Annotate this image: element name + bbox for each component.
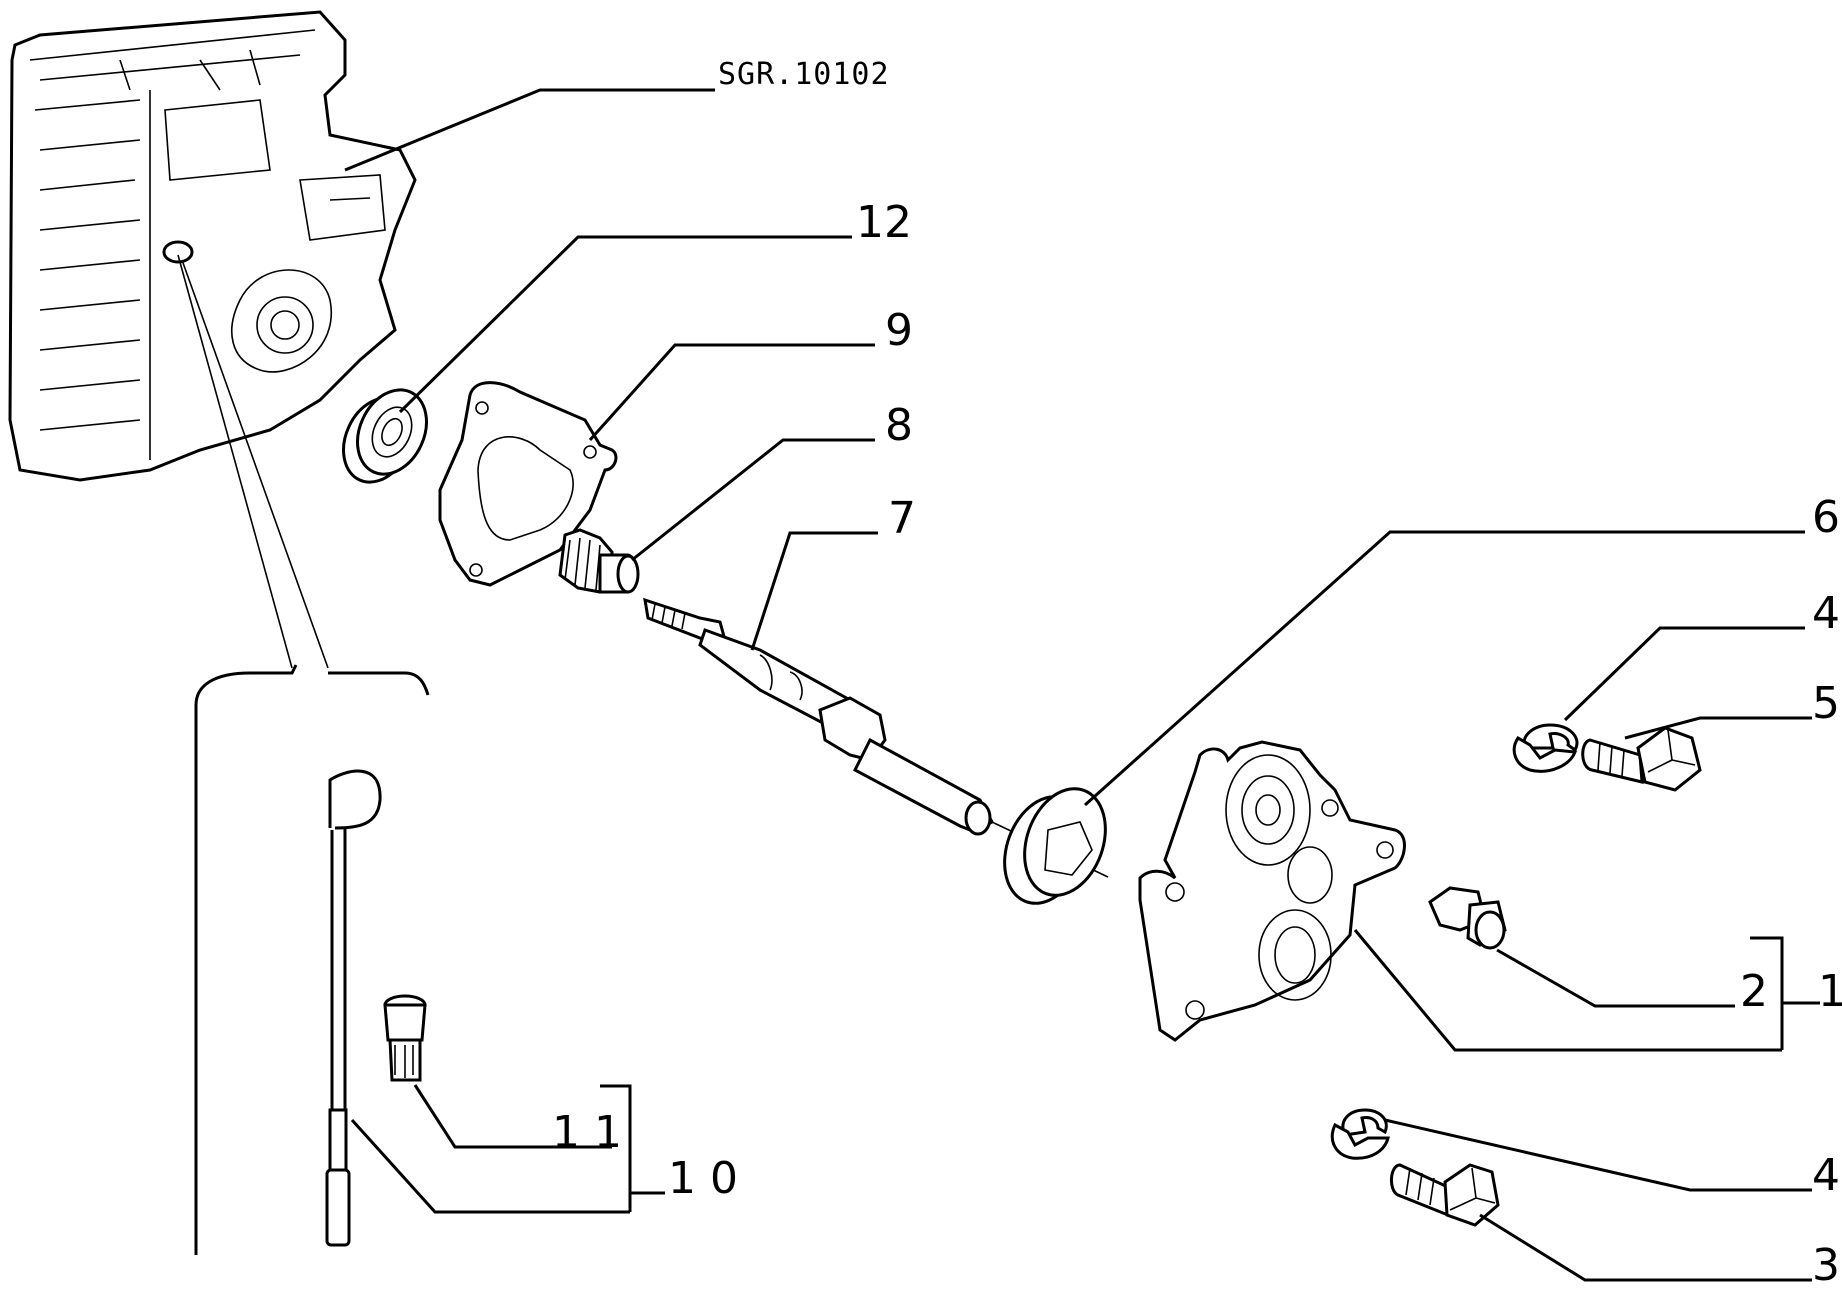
- pump-housing-part: [1138, 740, 1406, 1042]
- engine-block-part: [8, 10, 417, 482]
- callout-10: 1 0: [668, 1153, 738, 1204]
- drive-gear-part: [558, 528, 640, 594]
- washer-upper-part: [1512, 723, 1579, 773]
- bracket-10: [600, 1084, 632, 1212]
- pump-shaft-part: [643, 597, 995, 836]
- callout-11: 1 1: [552, 1107, 622, 1158]
- callout-9: 9: [885, 305, 913, 356]
- pump-rotor-part: [1003, 787, 1107, 905]
- dipstick-part: [325, 769, 382, 1247]
- callout-8: 8: [885, 400, 913, 451]
- bracket-1: [1750, 936, 1784, 1050]
- bolt-lower-part: [1390, 1163, 1500, 1227]
- inset-frame: [194, 664, 430, 1255]
- oil-seal-part: [342, 388, 428, 484]
- callout-6: 6: [1812, 492, 1840, 543]
- bolt-upper-part: [1581, 726, 1702, 792]
- washer-lower-part: [1330, 1108, 1390, 1160]
- callout-4-upper: 4: [1812, 588, 1840, 639]
- callout-4-lower: 4: [1812, 1150, 1840, 1201]
- plug-screw-part: [1428, 886, 1507, 950]
- callout-1: 1: [1818, 966, 1842, 1017]
- callout-2: 2: [1740, 966, 1768, 1017]
- dipstick-plug-part: [383, 994, 427, 1082]
- reference-code: SGR.10102: [718, 57, 890, 92]
- callout-3: 3: [1812, 1240, 1840, 1289]
- callout-7: 7: [888, 493, 916, 544]
- gasket-part: [438, 381, 618, 587]
- callout-12: 12: [856, 197, 912, 248]
- callout-5: 5: [1812, 678, 1840, 729]
